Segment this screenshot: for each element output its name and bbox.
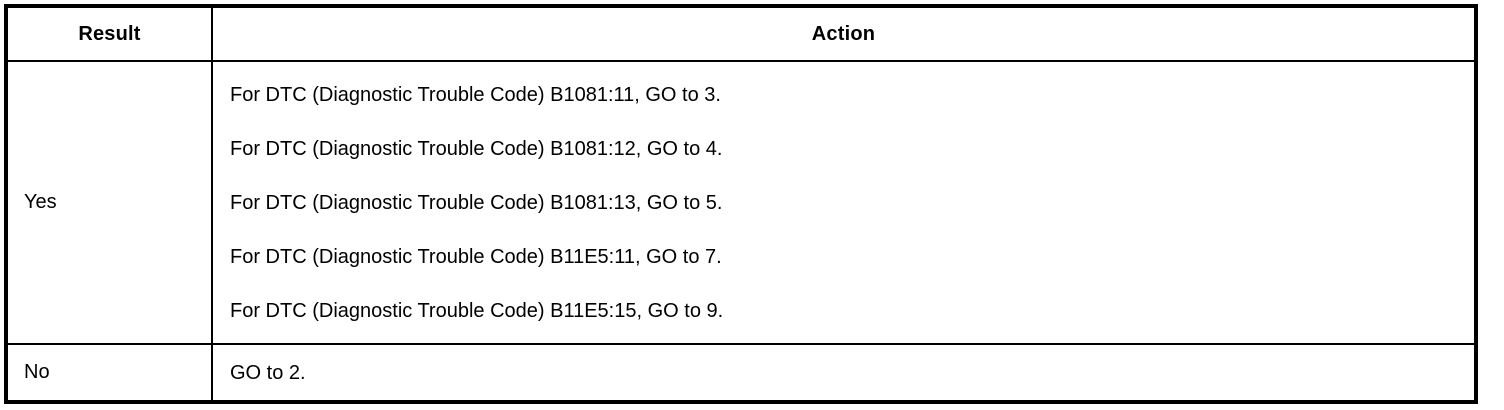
table-row-yes: Yes For DTC (Diagnostic Trouble Code) B1… bbox=[5, 59, 1477, 346]
result-cell-yes: Yes bbox=[5, 59, 213, 346]
action-column-header: Action bbox=[211, 5, 1477, 62]
result-action-table: Result Action Yes For DTC (Diagnostic Tr… bbox=[4, 4, 1478, 404]
action-line: For DTC (Diagnostic Trouble Code) B1081:… bbox=[230, 83, 721, 106]
action-line: For DTC (Diagnostic Trouble Code) B11E5:… bbox=[230, 245, 722, 268]
action-line: For DTC (Diagnostic Trouble Code) B1081:… bbox=[230, 191, 723, 214]
action-line: GO to 2. bbox=[230, 361, 306, 384]
action-line: For DTC (Diagnostic Trouble Code) B1081:… bbox=[230, 137, 723, 160]
action-cell-no: GO to 2. bbox=[211, 343, 1477, 403]
result-cell-no: No bbox=[5, 343, 213, 403]
action-line: For DTC (Diagnostic Trouble Code) B11E5:… bbox=[230, 299, 724, 322]
result-column-header: Result bbox=[5, 5, 213, 62]
table-row-no: No GO to 2. bbox=[5, 343, 1477, 403]
table-header-row: Result Action bbox=[5, 5, 1477, 62]
action-cell-yes: For DTC (Diagnostic Trouble Code) B1081:… bbox=[211, 59, 1477, 346]
